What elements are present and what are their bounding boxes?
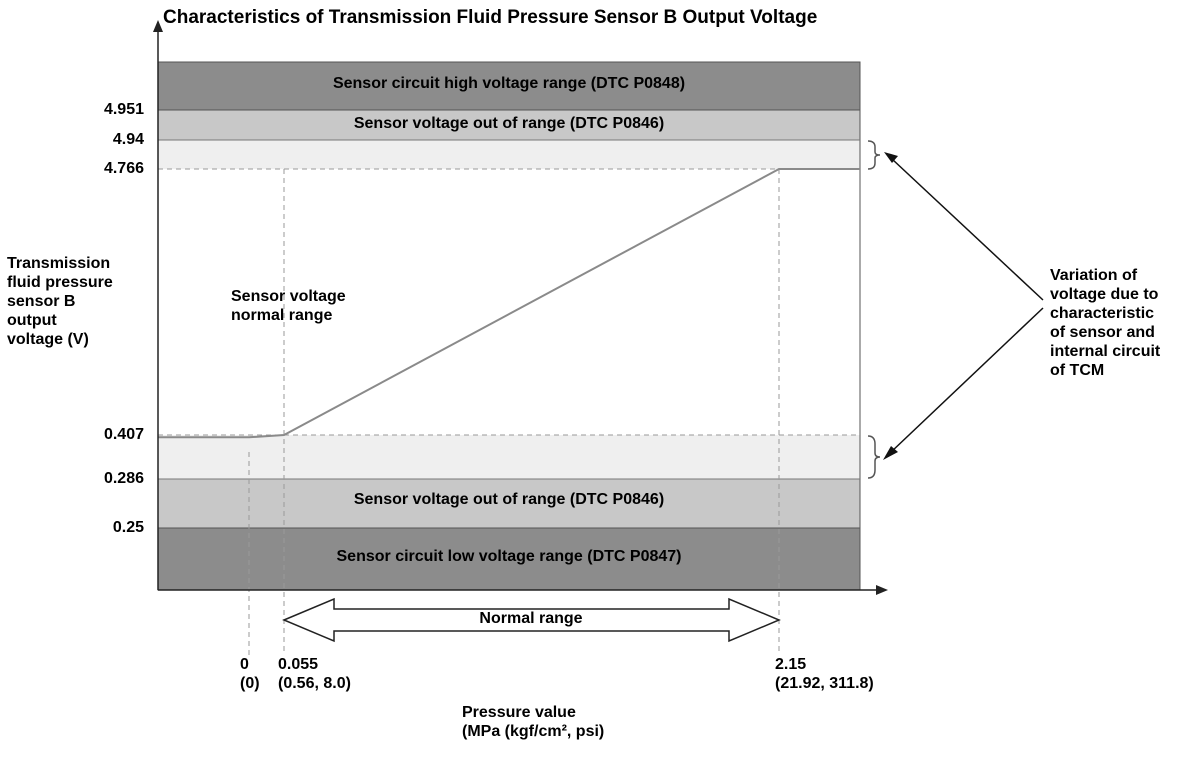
y-tick-label: 0.25 xyxy=(112,519,144,536)
normal-range-label: Normal range xyxy=(479,610,583,627)
variation-pointer-top xyxy=(891,158,1044,301)
chart-title: Characteristics of Transmission Fluid Pr… xyxy=(163,7,818,28)
y-axis-label-line: voltage (V) xyxy=(7,331,89,348)
normal-region-label-line: Sensor voltage xyxy=(231,288,346,305)
arrow-head-top-icon xyxy=(884,152,898,163)
band-out-of-range-bottom-label: Sensor voltage out of range (DTC P0846) xyxy=(353,491,665,508)
x-tick-line: 2.15 xyxy=(775,656,807,673)
x-tick-line: (21.92, 311.8) xyxy=(775,675,874,692)
variation-note-line: characteristic xyxy=(1050,305,1155,322)
y-axis-arrow-icon xyxy=(153,20,163,32)
normal-region-label: Sensor voltage normal range xyxy=(231,287,346,325)
y-tick-label: 0.286 xyxy=(103,470,144,487)
series-line xyxy=(158,168,860,439)
variation-pointer-bottom xyxy=(889,307,1044,454)
y-axis-label-line: output xyxy=(7,312,57,329)
x-axis-label-line: (MPa (kgf/cm², psi) xyxy=(462,723,605,740)
x-tick-line: (0) xyxy=(240,675,260,692)
y-axis-label: Transmission fluid pressure sensor B out… xyxy=(7,254,113,349)
band-out-of-range-top-label: Sensor voltage out of range (DTC P0846) xyxy=(353,115,665,132)
variation-note: Variation of voltage due to characterist… xyxy=(1050,266,1160,380)
x-tick-line: 0 xyxy=(240,656,249,673)
variation-note-line: of sensor and xyxy=(1050,324,1155,341)
y-tick-label: 4.94 xyxy=(112,131,144,148)
x-axis-label: Pressure value (MPa (kgf/cm², psi) xyxy=(462,703,604,741)
brace-top-icon xyxy=(867,140,881,170)
y-tick-label: 0.407 xyxy=(103,426,144,443)
x-tick-2-15: 2.15 (21.92, 311.8) xyxy=(775,655,874,693)
x-axis-label-line: Pressure value xyxy=(462,704,576,721)
x-axis-arrow-icon xyxy=(876,585,888,595)
x-tick-0-055: 0.055 (0.56, 8.0) xyxy=(278,655,351,693)
y-axis-label-line: fluid pressure xyxy=(7,274,113,291)
x-tick-line: 0.055 xyxy=(278,656,319,673)
x-tick-line: (0.56, 8.0) xyxy=(278,675,351,692)
y-tick-label: 4.766 xyxy=(103,160,144,177)
normal-region-label-line: normal range xyxy=(231,307,333,324)
x-tick-0: 0 (0) xyxy=(240,655,260,693)
y-axis-label-line: Transmission xyxy=(7,255,111,272)
brace-bottom-icon xyxy=(867,435,881,479)
arrow-head-bottom-icon xyxy=(883,446,898,460)
band-low-voltage-label: Sensor circuit low voltage range (DTC P0… xyxy=(336,548,682,565)
y-tick-label: 4.951 xyxy=(103,101,144,118)
band-variation-bottom xyxy=(158,435,860,479)
band-low-voltage xyxy=(157,527,861,591)
variation-note-line: of TCM xyxy=(1050,362,1105,379)
normal-range-double-arrow-icon xyxy=(282,597,781,643)
y-axis-label-line: sensor B xyxy=(7,293,76,310)
variation-note-line: voltage due to xyxy=(1050,286,1159,303)
variation-note-line: internal circuit xyxy=(1050,343,1161,360)
variation-note-line: Variation of xyxy=(1050,267,1138,284)
band-high-voltage-label: Sensor circuit high voltage range (DTC P… xyxy=(332,75,686,92)
band-variation-top xyxy=(158,140,860,169)
